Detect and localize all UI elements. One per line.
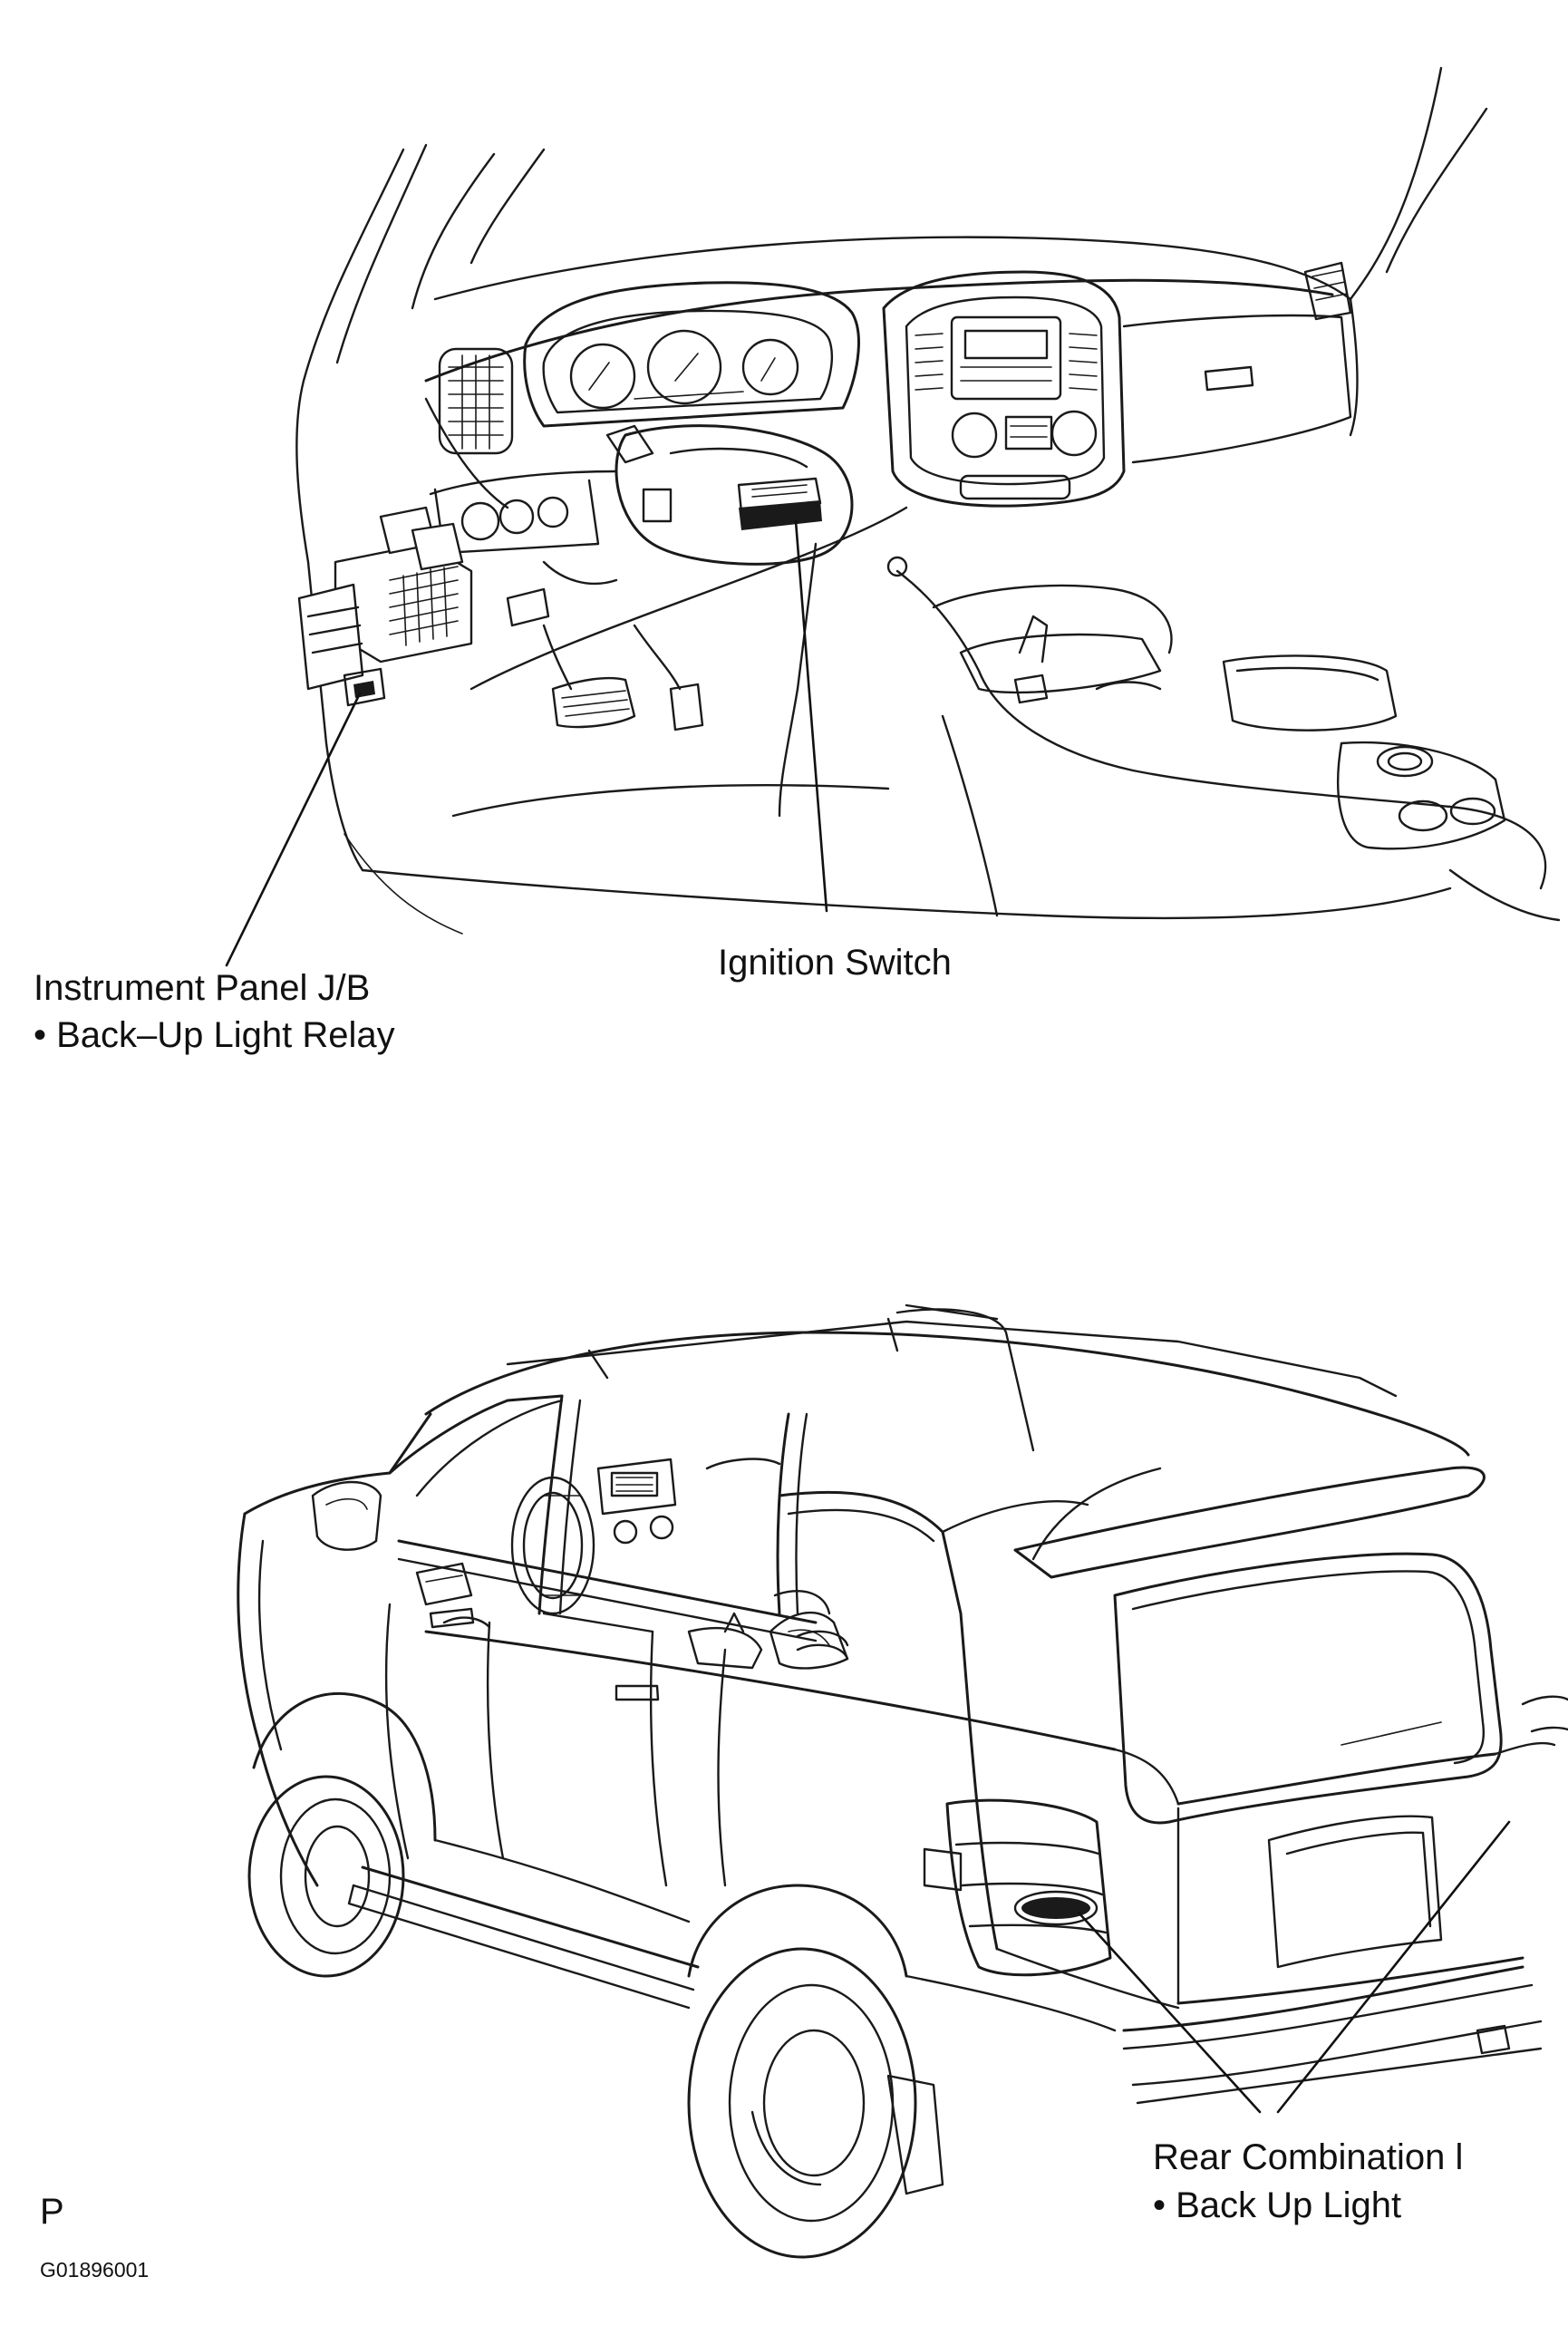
steering-column [605,424,854,566]
rear-combination-light [945,1798,1112,1977]
ignition-switch-part [737,477,822,530]
leader-ignition-switch [794,519,828,913]
leader-rear-combination-light-left [1077,1911,1262,2114]
left-air-vent [438,347,514,455]
label-back-up-light: • Back Up Light [1153,2185,1401,2225]
dashboard-illustration [295,66,1561,935]
leader-instrument-panel-jb [225,692,362,967]
label-ignition-switch: Ignition Switch [718,943,952,983]
pedals [542,624,704,732]
rear-wheel [687,1884,917,2259]
instrument-cluster [523,281,860,428]
label-instrument-panel-jb: Instrument Panel J/B [34,968,370,1008]
instrument-panel-junction-box [297,506,473,707]
leader-rear-combination-light-right [1276,1820,1511,2114]
figure-code: G01896001 [40,2258,149,2282]
label-back-up-light-relay: • Back–Up Light Relay [34,1015,395,1055]
view-marker: P [40,2192,64,2232]
center-stack [882,270,1126,508]
vehicle-illustration [237,1303,1568,2259]
label-rear-combination-light: Rear Combination l [1153,2137,1463,2177]
center-console [895,569,1561,922]
